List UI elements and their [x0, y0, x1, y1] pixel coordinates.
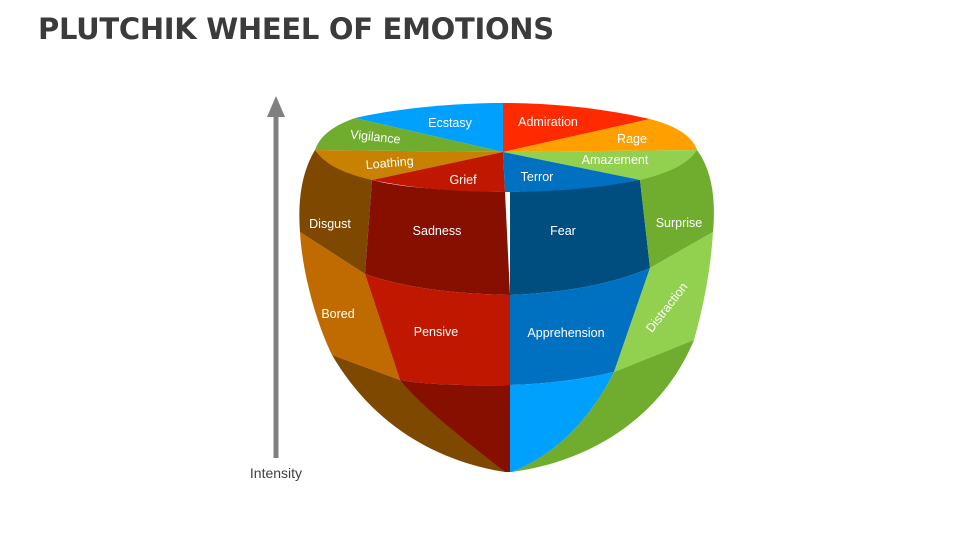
segment-dark-red-lower	[400, 380, 510, 472]
label-bored: Bored	[321, 307, 354, 321]
segment-vigilance	[315, 118, 503, 152]
segment-surprise-wall	[640, 150, 714, 268]
label-vigilance: Vigilance	[350, 127, 402, 146]
label-loathing: Loathing	[365, 154, 414, 172]
label-surprise: Surprise	[656, 216, 703, 230]
segment-grief	[372, 152, 505, 192]
label-admiration: Admiration	[518, 115, 578, 129]
segment-green-lower	[512, 340, 694, 472]
label-disgust: Disgust	[309, 217, 351, 231]
label-pensive: Pensive	[414, 325, 459, 339]
segment-pensive	[365, 274, 510, 386]
label-apprehension: Apprehension	[527, 326, 604, 340]
intensity-label: Intensity	[250, 465, 302, 481]
segment-rage	[503, 119, 697, 152]
segment-sadness	[365, 180, 510, 295]
label-sadness: Sadness	[413, 224, 462, 238]
slide-title: PLUTCHIK WHEEL OF EMOTIONS	[38, 12, 554, 46]
segment-loathing	[315, 150, 503, 180]
segment-fear	[510, 180, 650, 295]
label-grief: Grief	[449, 173, 477, 187]
segment-dark-brown-lower	[332, 355, 505, 472]
label-ecstasy: Ecstasy	[428, 116, 473, 130]
segment-apprehension	[510, 268, 650, 385]
label-fear: Fear	[550, 224, 576, 238]
intensity-arrow-head	[267, 96, 285, 117]
segment-admiration	[503, 103, 650, 152]
segment-bored-wall	[300, 232, 400, 380]
segment-terror	[503, 152, 640, 192]
segment-ecstasy	[355, 103, 503, 152]
segment-light-blue-lower	[510, 372, 614, 472]
label-amazement: Amazement	[582, 153, 649, 167]
segment-amazement	[503, 150, 697, 180]
label-terror: Terror	[521, 170, 554, 184]
segment-loathing-wall	[299, 150, 372, 274]
label-rage: Rage	[617, 132, 647, 146]
segment-distraction-wall	[614, 232, 713, 372]
